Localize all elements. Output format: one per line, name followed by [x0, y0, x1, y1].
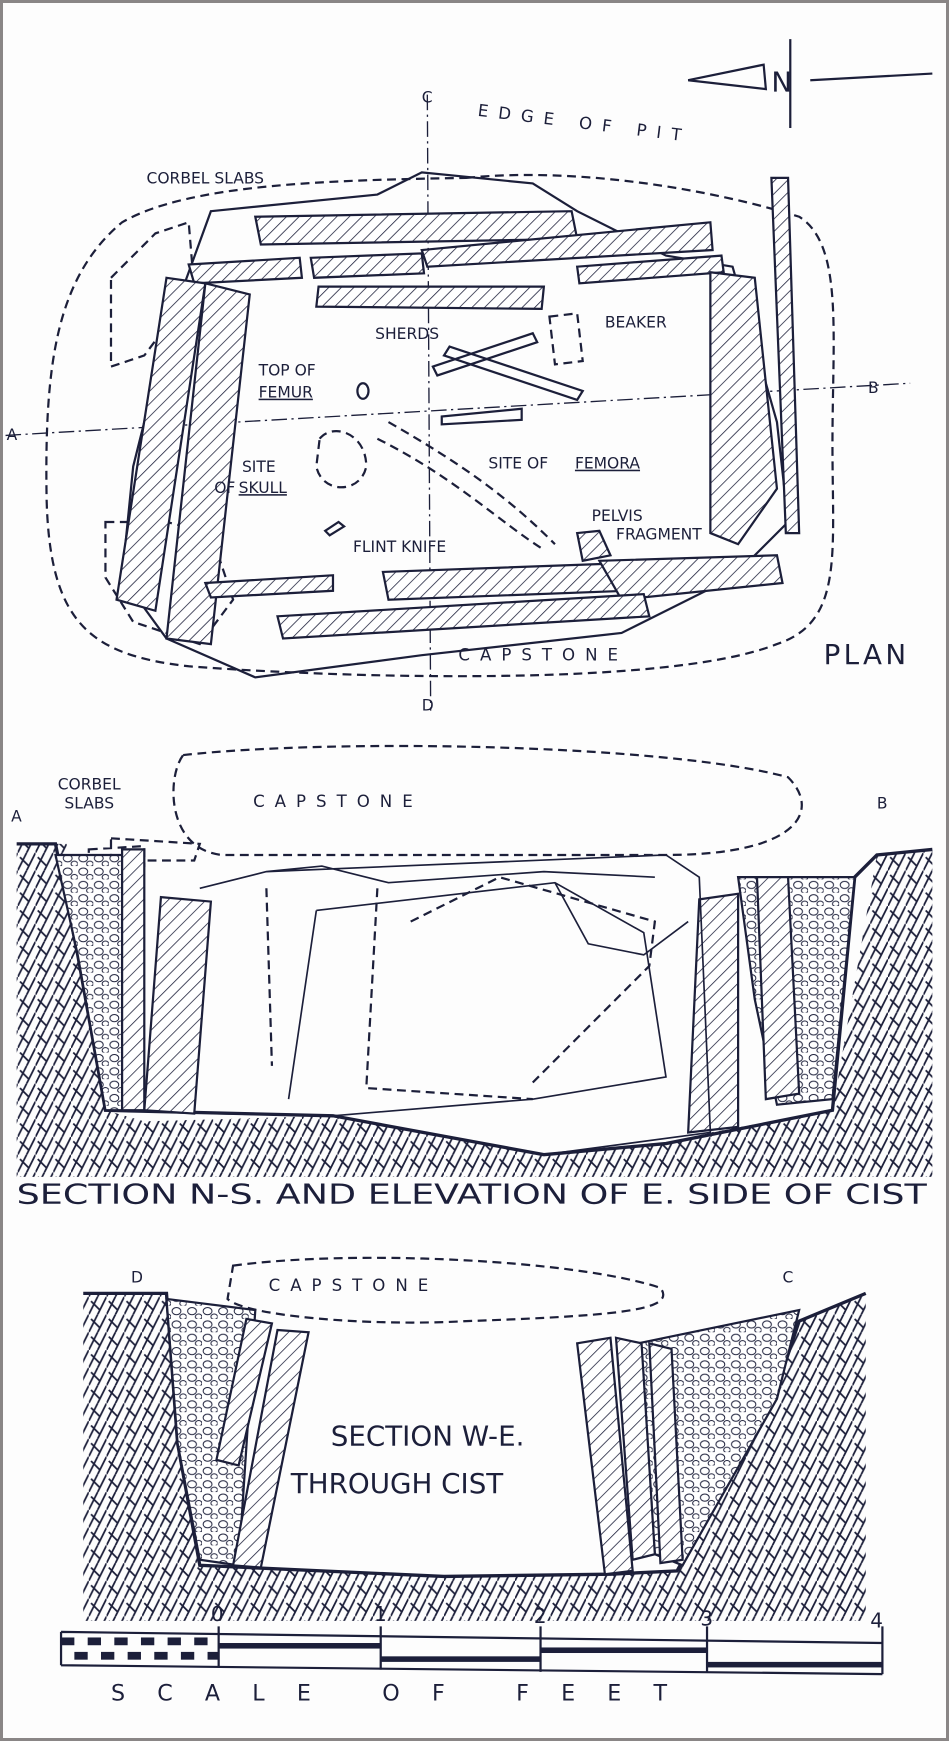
rubble-fill-left [54, 853, 124, 1112]
axis-b-label: B [868, 379, 879, 397]
section-we-title-line2: THROUGH CIST [290, 1467, 505, 1500]
site-of-femora-outline [376, 421, 556, 551]
edge-of-pit-label: EDGE OF PIT [477, 101, 693, 146]
bone-2 [440, 407, 523, 426]
edge-of-pit-outline [45, 173, 835, 678]
scale-tick-2: 2 [534, 1604, 547, 1628]
capstone-outline-we [226, 1256, 665, 1324]
scale-tick-1: 1 [374, 1602, 387, 1626]
femora-label: FEMORA [575, 455, 640, 473]
axis-a-label: A [7, 426, 18, 444]
sherds-label: SHERDS [375, 325, 439, 343]
axis-d-label-we: D [131, 1268, 143, 1286]
beaker-label: BEAKER [605, 314, 667, 332]
section-ns-title: SECTION N-S. AND ELEVATION OF E. SIDE OF… [17, 1177, 929, 1210]
scale-bar: 0 1 2 3 4 SCALE OF FEET [59, 1602, 884, 1707]
femur-bone [442, 345, 585, 402]
flint-knife-mark [323, 520, 347, 537]
scale-tick-4: 4 [870, 1608, 883, 1632]
north-arrow: N [687, 39, 933, 128]
bone [431, 331, 539, 377]
femur-label: FEMUR [259, 384, 313, 402]
site-of-skull-outline [315, 429, 368, 489]
axis-c-label-we: C [783, 1268, 794, 1286]
scale-tick-0: 0 [211, 1602, 224, 1626]
capstone-label-plan: CAPSTONE [458, 646, 628, 665]
skull-label: SKULL [239, 479, 288, 497]
section-we-view: CAPSTONE D C SECTION W-E. THROUGH CIST [83, 1256, 867, 1621]
section-we-title-line1: SECTION W-E. [331, 1419, 525, 1452]
top-of-label: TOP OF [258, 361, 316, 379]
slabs [115, 176, 801, 646]
ground-hatching [16, 843, 933, 1177]
corbel-slabs-label: CORBEL SLABS [147, 169, 265, 187]
capstone-label-we: CAPSTONE [269, 1276, 439, 1295]
beaker-outline [548, 312, 584, 366]
north-label: N [771, 65, 792, 98]
site-label: SITE [242, 458, 276, 476]
slabs-label-ns: SLABS [64, 794, 114, 812]
plan-view: N C EDGE OF PIT A B D CORBEL SLABS SHERD… [5, 39, 933, 715]
ground-hatching-we [83, 1293, 866, 1621]
axis-a-label-ns: A [11, 808, 22, 826]
flint-knife-label: FLINT KNIFE [353, 538, 446, 556]
of-label: OF [214, 479, 235, 497]
capstone-outline-ns [172, 744, 803, 857]
axis-c-label: C [422, 88, 433, 106]
corbel-label-ns: CORBEL [58, 775, 121, 793]
section-ns-view: CAPSTONE CORBEL SLABS A B SECTION N-S. A… [11, 744, 933, 1210]
rubble-fill-we-left [165, 1297, 257, 1567]
pelvis-label: PELVIS [592, 507, 643, 525]
capstone-label-ns: CAPSTONE [253, 792, 423, 811]
bones [315, 312, 585, 551]
axis-d-label: D [422, 697, 434, 715]
axis-b-label-ns: B [877, 794, 888, 812]
site-of-label: SITE OF [488, 455, 548, 473]
scale-tick-3: 3 [700, 1606, 713, 1630]
fragment-label: FRAGMENT [616, 526, 702, 544]
top-of-femur-mark [356, 382, 370, 400]
corbel-slab-outline-2 [104, 520, 235, 646]
plan-title: PLAN [824, 638, 910, 671]
scale-title: SCALE OF FEET [111, 1681, 699, 1707]
